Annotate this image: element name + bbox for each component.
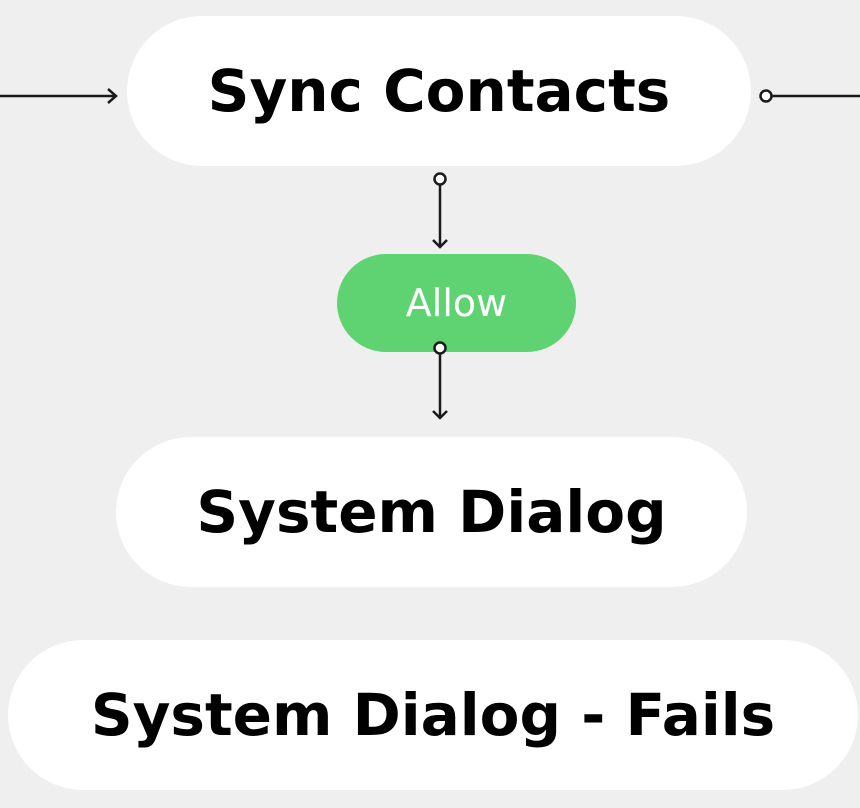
system-dialog-node[interactable]: System Dialog xyxy=(116,437,747,587)
allow-to-dialog-arrow xyxy=(432,354,448,420)
outgoing-connector xyxy=(759,89,860,103)
system-dialog-fails-node[interactable]: System Dialog - Fails xyxy=(8,640,858,790)
allow-label: Allow xyxy=(405,281,508,325)
system-dialog-fails-label: System Dialog - Fails xyxy=(90,681,776,749)
system-dialog-label: System Dialog xyxy=(196,478,667,546)
allow-edge-label[interactable]: Allow xyxy=(337,254,576,352)
sync-contacts-node[interactable]: Sync Contacts xyxy=(127,16,751,166)
incoming-arrow xyxy=(0,88,118,104)
sync-contacts-label: Sync Contacts xyxy=(207,57,671,125)
sync-to-allow-arrow xyxy=(432,172,448,249)
